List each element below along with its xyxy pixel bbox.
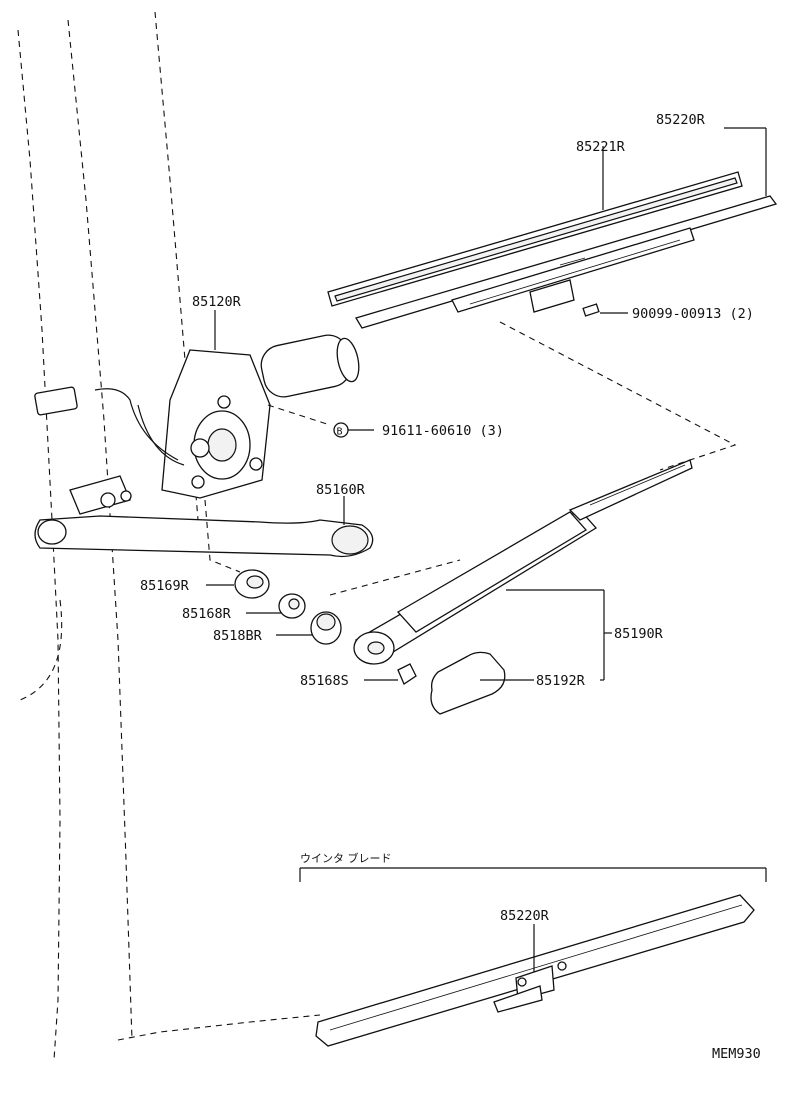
label-arm: 85190R <box>614 626 664 642</box>
label-washer: 85168R <box>182 606 232 622</box>
wiper-blade-assembly <box>327 171 778 329</box>
winter-blade <box>315 894 755 1047</box>
label-cap: 85192R <box>536 673 586 689</box>
wiper-link <box>34 475 374 558</box>
label-cushion-inner: 8518BR <box>213 628 263 644</box>
bolt-marker-letter: B <box>337 427 343 438</box>
alignment-lines <box>204 321 737 596</box>
figure-code: MEM930 <box>712 1046 761 1062</box>
wiper-motor <box>34 334 360 499</box>
small-parts <box>234 569 417 685</box>
label-screw: 90099-00913 (2) <box>632 306 754 322</box>
wiper-arm <box>353 459 693 665</box>
label-link: 85160R <box>316 482 366 498</box>
leader-lines <box>206 127 767 972</box>
arm-cap <box>430 651 506 715</box>
label-blade-insert: 85221R <box>576 139 626 155</box>
label-cushion-outer: 85169R <box>140 578 190 594</box>
bolt-marker-icon <box>333 422 349 438</box>
label-winter-blade: 85220R <box>500 908 550 924</box>
label-nut: 85168S <box>300 673 349 689</box>
label-blade-assembly: 85220R <box>656 112 706 128</box>
label-motor: 85120R <box>192 294 242 310</box>
label-bolt: 91611-60610 (3) <box>382 423 504 439</box>
winter-blade-heading: ウインタ ブレード <box>300 851 392 865</box>
